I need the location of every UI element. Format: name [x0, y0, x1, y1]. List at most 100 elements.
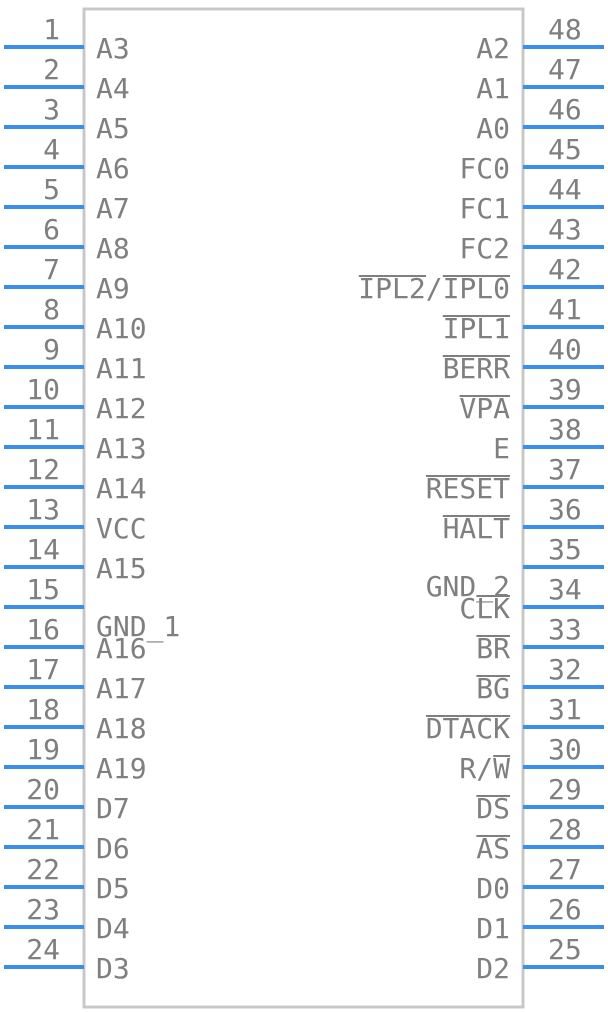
- pin-30: 30R/W: [459, 733, 604, 785]
- pin-number: 47: [548, 53, 582, 86]
- pin-number: 39: [548, 373, 582, 406]
- pin-name: A17: [96, 672, 147, 705]
- pin-5: 5A7: [4, 173, 130, 225]
- pin-number: 4: [43, 133, 60, 166]
- pin-number: 24: [26, 933, 60, 966]
- pin-number: 10: [26, 373, 60, 406]
- pin-number: 23: [26, 893, 60, 926]
- pin-name: GND_2: [426, 570, 510, 604]
- pin-number: 11: [26, 413, 60, 446]
- pin-number: 28: [548, 813, 582, 846]
- pin-name: BERR: [443, 352, 511, 385]
- pin-name: E: [493, 432, 510, 465]
- pin-name: IPL1: [443, 312, 510, 345]
- pin-number: 3: [43, 93, 60, 126]
- pin-name: A6: [96, 152, 130, 185]
- pin-6: 6A8: [4, 213, 130, 265]
- pin-name: D0: [476, 872, 510, 905]
- pin-name: A1: [476, 72, 510, 105]
- pin-1: 1A3: [4, 13, 130, 65]
- pin-number: 12: [26, 453, 60, 486]
- pin-7: 7A9: [4, 253, 130, 305]
- pin-number: 48: [548, 13, 582, 46]
- pin-number: 29: [548, 773, 582, 806]
- pin-number: 41: [548, 293, 582, 326]
- pin-name: A16: [96, 632, 147, 665]
- pin-number: 15: [26, 573, 60, 606]
- pin-number: 18: [26, 693, 60, 726]
- pin-name: AS: [476, 832, 510, 865]
- pin-2: 2A4: [4, 53, 130, 105]
- pin-number: 46: [548, 93, 582, 126]
- pin-number: 19: [26, 733, 60, 766]
- pin-name: VCC: [96, 512, 147, 545]
- pin-name: D2: [476, 952, 510, 985]
- pin-number: 17: [26, 653, 60, 686]
- pin-number: 35: [548, 533, 582, 566]
- pin-number: 21: [26, 813, 60, 846]
- pin-name: BG: [476, 672, 510, 705]
- pin-4: 4A6: [4, 133, 130, 185]
- pin-number: 34: [548, 573, 582, 606]
- pin-38: 38E: [493, 413, 604, 465]
- pin-name: VPA: [459, 392, 510, 425]
- pin-name: A19: [96, 752, 147, 785]
- pin-name: RESET: [426, 472, 510, 505]
- pin-number: 27: [548, 853, 582, 886]
- pin-name: D6: [96, 832, 130, 865]
- pin-number: 36: [548, 493, 582, 526]
- right-pin-group: 48A247A146A045FC044FC143FC242IPL2/IPL041…: [358, 13, 604, 985]
- pin-name: D4: [96, 912, 130, 945]
- pin-name: HALT: [443, 512, 511, 545]
- pin-name: A11: [96, 352, 147, 385]
- pin-number: 13: [26, 493, 60, 526]
- pin-name: A10: [96, 312, 147, 345]
- pin-number: 30: [548, 733, 582, 766]
- pin-name: A0: [476, 112, 510, 145]
- pin-number: 31: [548, 693, 582, 726]
- pin-name: FC0: [459, 152, 510, 185]
- pin-name: FC1: [459, 192, 510, 225]
- pin-number: 33: [548, 613, 582, 646]
- pin-number: 9: [43, 333, 60, 366]
- pin-name: IPL2/IPL0: [358, 272, 510, 305]
- pin-name: CLK: [459, 592, 510, 625]
- chip-body: [82, 7, 525, 1009]
- pin-number: 44: [548, 173, 582, 206]
- pin-number: 43: [548, 213, 582, 246]
- pin-number: 40: [548, 333, 582, 366]
- pin-number: 25: [548, 933, 582, 966]
- pin-name: R/W: [459, 752, 510, 785]
- pin-number: 6: [43, 213, 60, 246]
- pin-name: A5: [96, 112, 130, 145]
- pin-3: 3A5: [4, 93, 130, 145]
- pin-number: 22: [26, 853, 60, 886]
- pin-name: GND_1: [96, 610, 180, 644]
